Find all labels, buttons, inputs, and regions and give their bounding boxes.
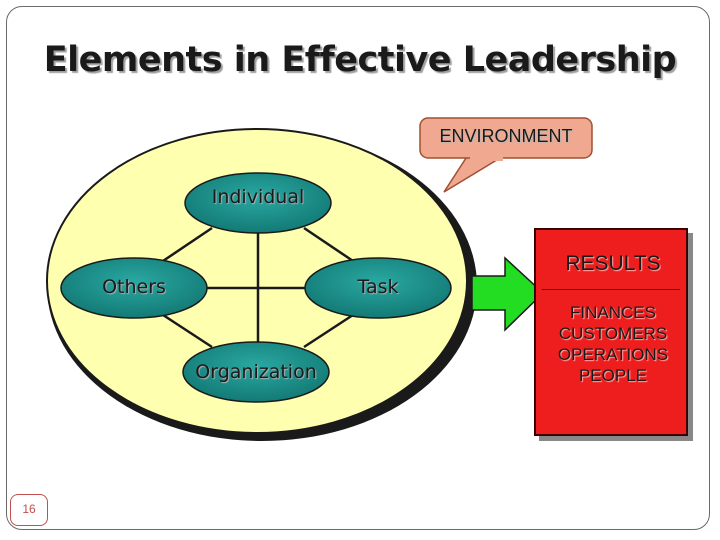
results-box: RESULTS FINANCES CUSTOMERS OPERATIONS PE… — [534, 228, 688, 436]
results-item-operations: OPERATIONS — [557, 345, 669, 364]
node-task — [304, 257, 452, 319]
environment-callout — [419, 117, 593, 159]
slide-frame — [6, 6, 710, 530]
node-others — [60, 257, 208, 319]
connector-others-organization — [159, 311, 213, 349]
page-number-badge: 16 — [10, 494, 48, 526]
results-arrow — [471, 256, 545, 332]
environment-label: ENVIRONMENT — [439, 126, 573, 146]
node-organization — [182, 341, 330, 403]
connector-individual-others — [159, 226, 213, 265]
node-task-label: Task — [357, 276, 399, 298]
node-organization-label: Organization — [195, 361, 317, 383]
results-item-customers: CUSTOMERS — [558, 324, 668, 343]
node-individual — [184, 172, 332, 234]
results-divider — [542, 289, 680, 290]
node-individual-label: Individual — [211, 186, 305, 208]
connector-task-organization — [303, 311, 357, 349]
results-title: RESULTS — [565, 252, 661, 275]
results-item-finances: FINANCES — [570, 303, 656, 322]
slide-title: Elements in Effective Leadership — [43, 40, 677, 80]
node-others-label: Others — [102, 276, 166, 298]
results-item-people: PEOPLE — [578, 366, 648, 385]
connector-lines — [159, 226, 357, 349]
connector-individual-task — [303, 226, 357, 265]
results-list: FINANCES CUSTOMERS OPERATIONS PEOPLE — [536, 302, 690, 386]
